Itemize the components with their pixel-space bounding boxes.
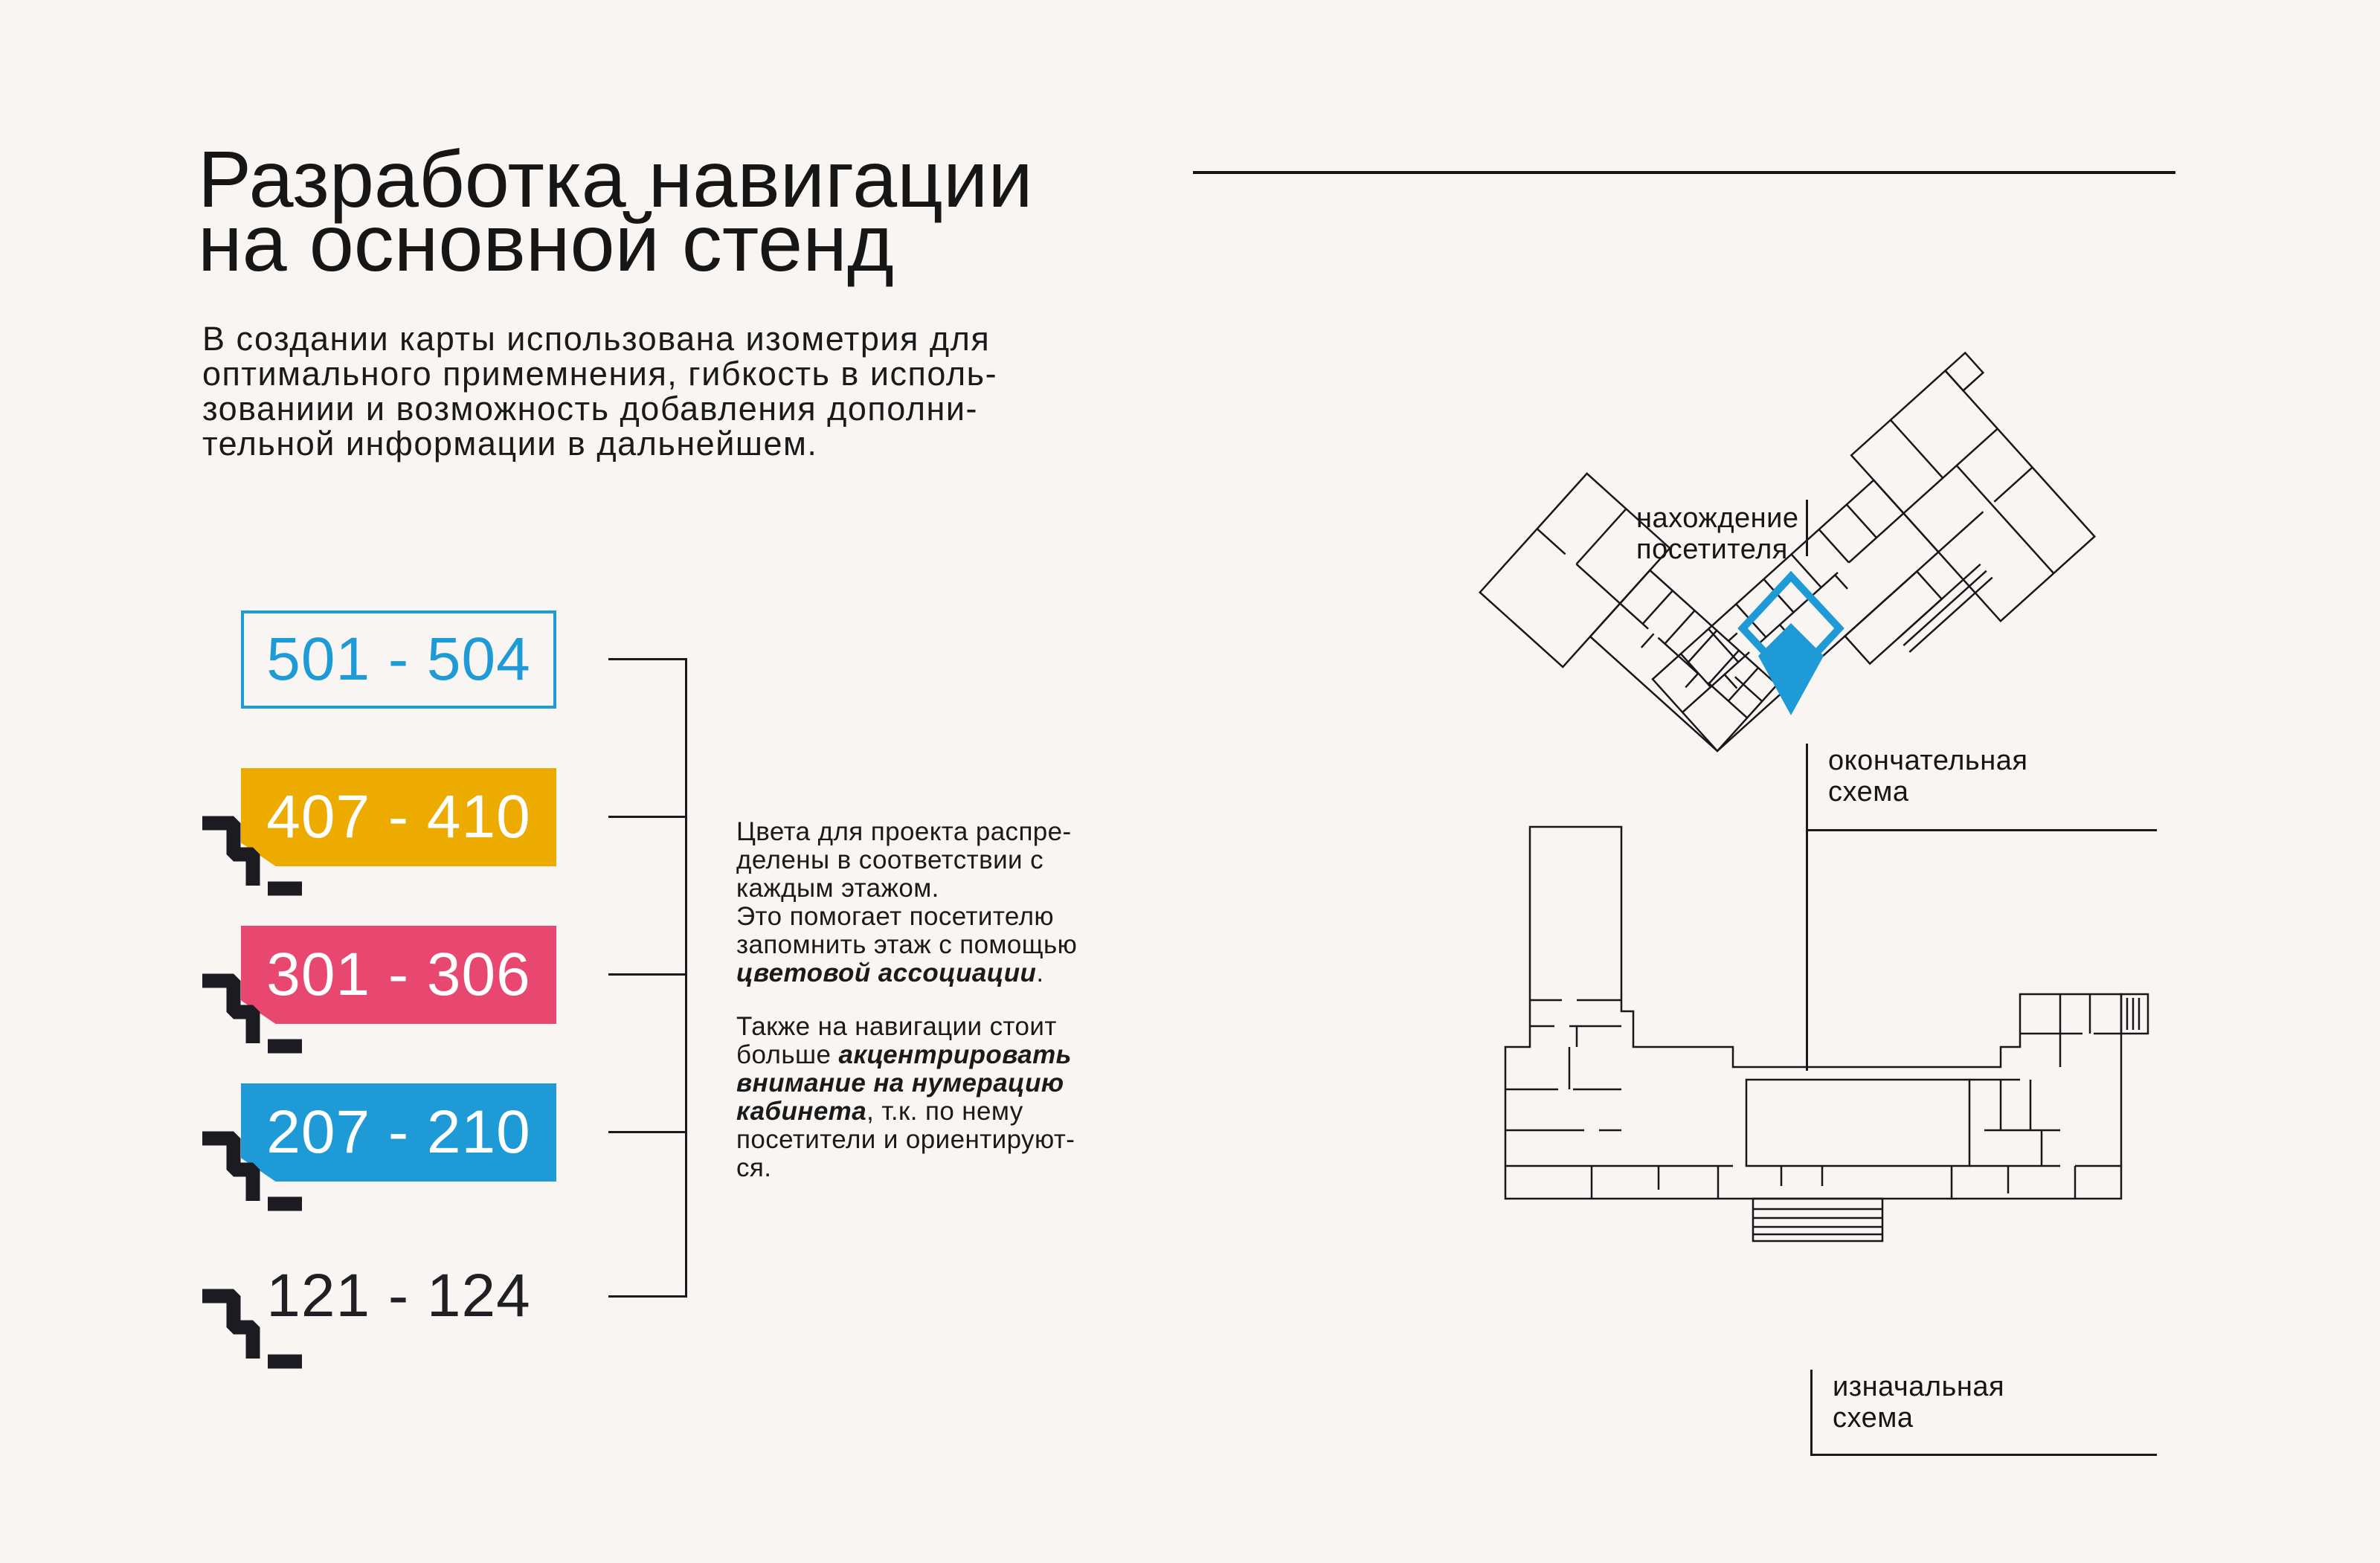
initial-scheme-leader-vertical — [1810, 1370, 1813, 1456]
caption-final-scheme: окончательная схема — [1828, 745, 2028, 808]
legend-bracket-tick — [608, 1131, 687, 1133]
intro-text: В создании карты использована изометрия … — [202, 320, 998, 463]
final-scheme-leader-horizontal — [1806, 829, 2157, 831]
initial-scheme-leader-horizontal — [1810, 1454, 2157, 1456]
isometric-floorplan — [1479, 351, 2096, 753]
location-marker-icon — [1737, 570, 1844, 686]
legend-bracket-tick — [608, 816, 687, 818]
legend-bracket-tick — [608, 973, 687, 976]
stairs-icon — [202, 973, 302, 1054]
floor-label-121-124: 121 - 124 — [266, 1262, 531, 1330]
floor-label-207-210: 207 - 210 — [241, 1083, 556, 1182]
stairs-icon — [202, 816, 302, 896]
isometric-right-wing — [1651, 351, 2096, 753]
floor-label-301-306: 301 - 306 — [241, 926, 556, 1024]
final-scheme-leader-vertical — [1806, 744, 1808, 1071]
stairs-icon — [202, 1131, 302, 1211]
page-title: Разработка навигации на основной стенд — [198, 134, 1033, 288]
title-rule — [1193, 171, 2175, 174]
legend-bracket-tick — [608, 1295, 687, 1298]
floor-label-407-410: 407 - 410 — [241, 768, 556, 866]
location-marker-pointer-icon — [1758, 623, 1824, 715]
stairs-hatch — [1753, 1208, 1882, 1236]
caption-visitor-location: нахождение посетителя — [1636, 503, 1799, 565]
stairs-icon — [202, 1289, 302, 1369]
note-color-association: Цвета для проекта распре- делены в соотв… — [736, 817, 1078, 987]
caption-initial-scheme: изначальная схема — [1833, 1371, 2005, 1434]
legend-bracket-spine — [685, 658, 687, 1298]
visitor-caption-tick — [1806, 500, 1808, 556]
floor-label-501-504: 501 - 504 — [241, 610, 556, 709]
note-accent-numbering: Также на навигации стоит больше акцентри… — [736, 1012, 1075, 1182]
side-stairs-hatch — [2126, 998, 2141, 1030]
initial-floorplan — [1504, 825, 2149, 1243]
legend-bracket-tick — [608, 658, 687, 660]
